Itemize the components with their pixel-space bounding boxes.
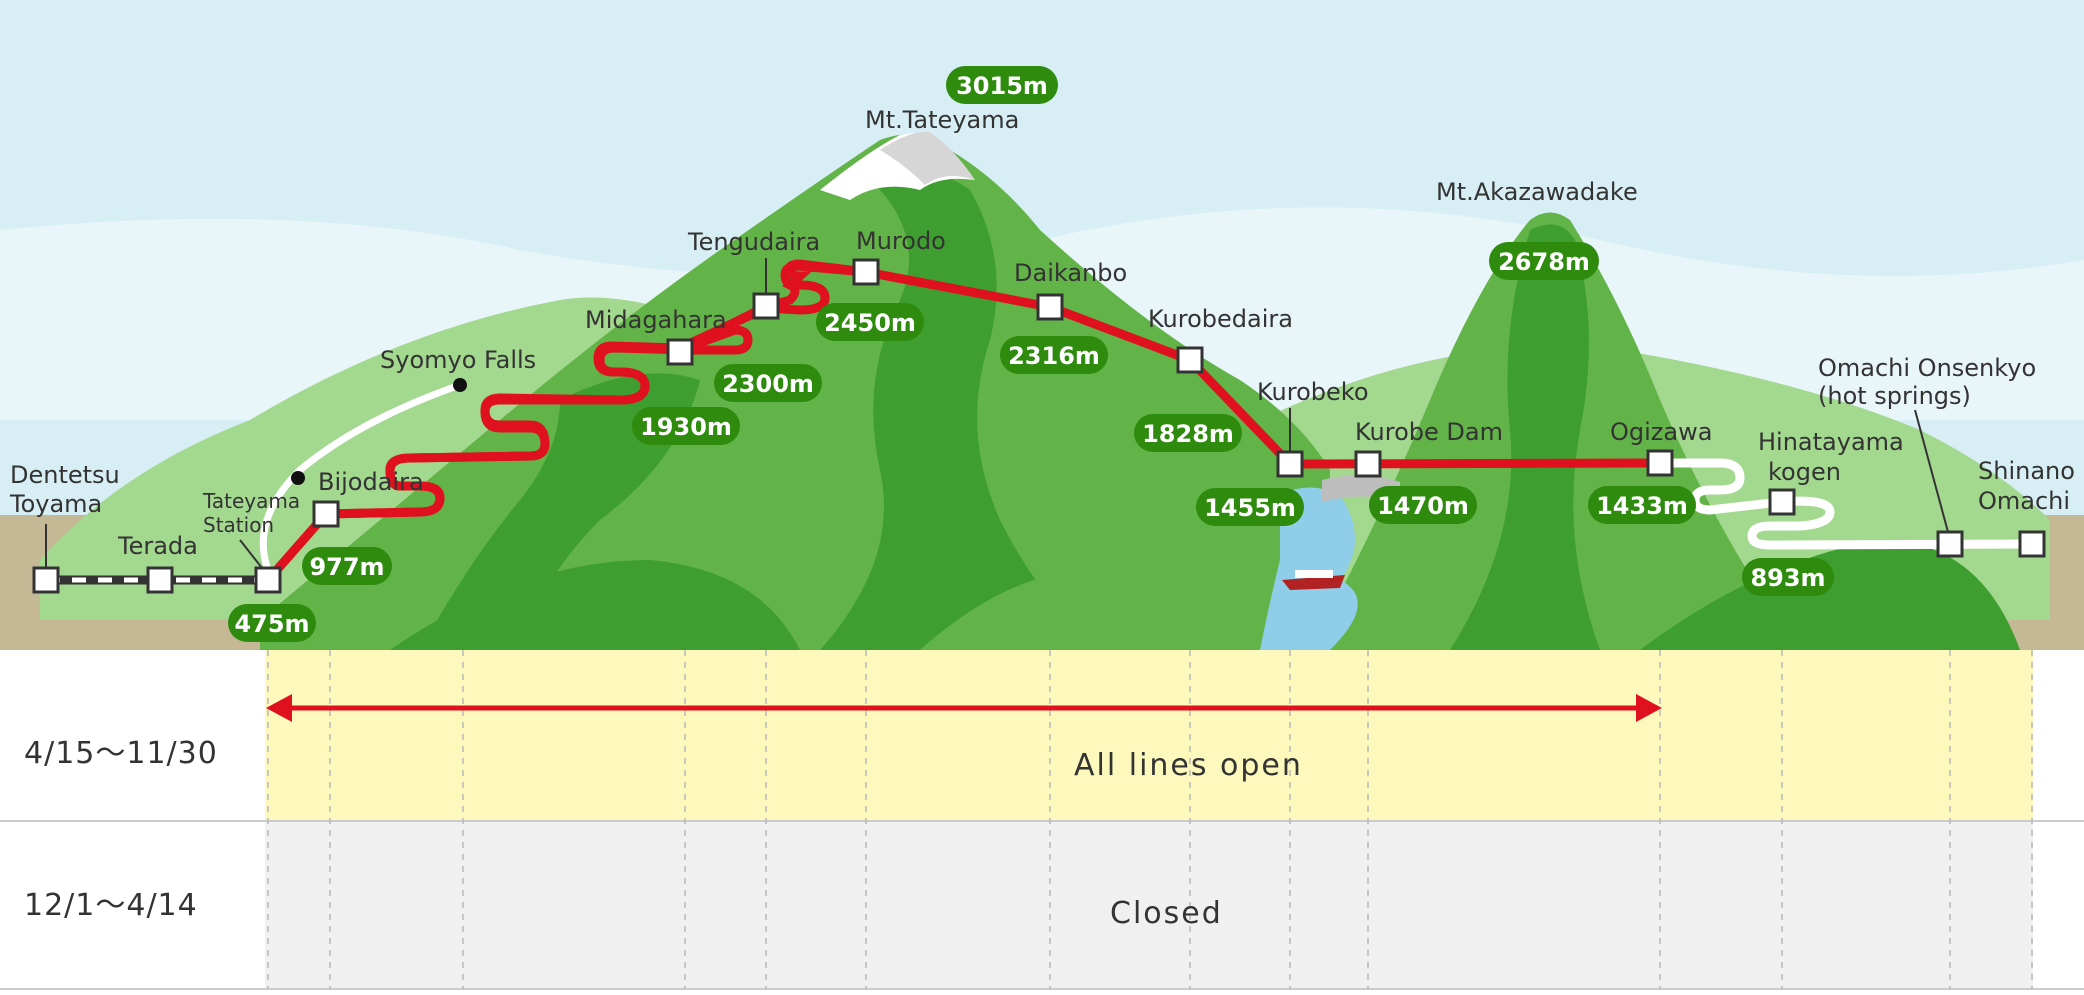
open-range-arrow-right <box>1636 694 1662 722</box>
station-marker-midagahara <box>666 338 694 366</box>
tateyama-point-dot <box>291 471 305 485</box>
peak-label-tateyama: Mt.Tateyama <box>865 106 1019 134</box>
mountain-akazawadake-shade <box>1450 224 1600 650</box>
station-label-hinatayama-kogen-1: Hinatayama <box>1758 428 1904 456</box>
station-marker-kurobe-dam <box>1354 450 1382 478</box>
boat-icon <box>1282 570 1345 590</box>
station-label-kurobe-dam: Kurobe Dam <box>1355 418 1503 446</box>
station-marker-tengudaira <box>752 292 780 320</box>
lake <box>1260 487 1358 650</box>
elevation-badge-kurobeko: 1455m <box>1204 494 1296 522</box>
elevation-badge-akazawadake-bg <box>1489 242 1599 280</box>
elevation-badge-bijodaira: 977m <box>309 553 384 581</box>
station-label-midagahara: Midagahara <box>585 306 727 334</box>
station-label-omachi-onsenkyo-1: Omachi Onsenkyo <box>1818 354 2036 382</box>
schedule-status-closed: Closed <box>1110 896 1223 931</box>
station-label-kurobeko: Kurobeko <box>1257 378 1369 406</box>
syomyo-falls-dot <box>453 378 467 392</box>
schedule-closed-band <box>265 821 2033 989</box>
station-label-ogizawa: Ogizawa <box>1610 418 1712 446</box>
elevation-badge-ogizawa: 1433m <box>1596 492 1688 520</box>
station-label-murodo: Murodo <box>856 227 946 255</box>
peak-label-akazawadake: Mt.Akazawadake <box>1436 178 1638 206</box>
open-range-arrow-left <box>266 694 292 722</box>
foreground-hill-2 <box>920 569 1260 650</box>
foreground-hill-1 <box>390 560 800 650</box>
schedule-period-closed: 12/1～4/14 <box>24 888 198 923</box>
station-marker-murodo <box>852 258 880 286</box>
mountain-tateyama-shade <box>820 167 1100 650</box>
pointer-omachi-onsenkyo <box>1914 409 1949 533</box>
station-label-omachi-onsenkyo-2: (hot springs) <box>1818 382 1971 410</box>
walking-path <box>259 381 462 572</box>
elevation-badge-akazawadake: 2678m <box>1498 248 1590 276</box>
station-label-dentetsu-toyama-1: Dentetsu <box>10 461 120 489</box>
station-marker-kurobedaira <box>1176 346 1204 374</box>
schedule-status-open: All lines open <box>1074 748 1303 783</box>
station-label-tateyama-2: Station <box>203 513 274 537</box>
station-marker-omachi-onsenkyo <box>1936 530 1964 558</box>
elevation-badge-tateyama-station: 475m <box>234 610 309 638</box>
station-label-shinano-omachi-1: Shinano <box>1978 457 2075 485</box>
main-route-zigzag <box>325 261 867 519</box>
elevation-badge-midagahara: 1930m <box>640 413 732 441</box>
elevation-badge-tateyama-bg <box>946 66 1058 104</box>
pointer-tateyama <box>239 539 263 569</box>
elevation-badge-kurobe-dam: 1470m <box>1377 492 1469 520</box>
station-grid-lines <box>267 650 2033 989</box>
trolley-route-white <box>1660 458 2033 550</box>
snow-peak <box>880 131 975 185</box>
station-marker-bijodaira <box>312 500 340 528</box>
station-label-daikanbo: Daikanbo <box>1014 259 1127 287</box>
elevation-badges: 475m 977m 1930m 2300m 2450m 2316m 1828m … <box>228 303 1834 642</box>
station-marker-hinatayama-kogen <box>1768 488 1796 516</box>
station-label-kurobedaira: Kurobedaira <box>1148 305 1293 333</box>
elevation-badge-kurobedaira: 1828m <box>1142 420 1234 448</box>
station-label-tateyama-1: Tateyama <box>202 489 300 513</box>
landmark-syomyo-falls: Syomyo Falls <box>380 346 536 374</box>
station-marker-ogizawa <box>1646 449 1674 477</box>
schedule-open-band <box>265 650 2033 820</box>
elevation-badge-murodo: 2450m <box>824 309 916 337</box>
elevation-badge-daikanbo: 2316m <box>1008 342 1100 370</box>
station-marker-kurobeko <box>1276 450 1304 478</box>
mountain-tateyama-ridge <box>420 373 700 650</box>
station-marker-dentetsu-toyama <box>32 566 60 594</box>
station-label-tengudaira: Tengudaira <box>687 228 820 256</box>
station-marker-terada <box>146 566 174 594</box>
elevation-badge-tengudaira: 2300m <box>722 370 814 398</box>
elevation-badge-hinatayama-kogen: 893m <box>1750 564 1825 592</box>
station-label-shinano-omachi-2: Omachi <box>1978 487 2070 515</box>
station-label-terada: Terada <box>117 532 198 560</box>
station-marker-tateyama <box>254 566 282 594</box>
schedule-period-open: 4/15～11/30 <box>24 736 218 771</box>
station-label-bijodaira: Bijodaira <box>318 468 424 496</box>
station-marker-daikanbo <box>1036 293 1064 321</box>
station-label-hinatayama-kogen-2: kogen <box>1768 458 1841 486</box>
station-label-dentetsu-toyama-2: Toyama <box>9 490 102 518</box>
station-marker-shinano-omachi <box>2018 530 2046 558</box>
elevation-badge-tateyama: 3015m <box>956 72 1048 100</box>
foreground-hill-3 <box>1640 540 2020 650</box>
